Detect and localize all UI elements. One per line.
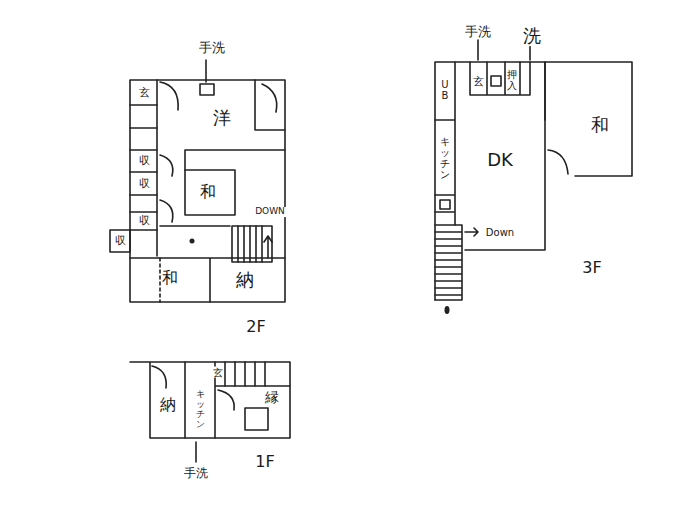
room-label: 納 — [159, 396, 177, 414]
wall — [245, 408, 268, 430]
wall — [185, 170, 235, 215]
room-label: 玄 — [472, 76, 485, 88]
room-label: 手洗 — [464, 25, 492, 39]
wall — [255, 80, 285, 130]
wall — [130, 105, 157, 230]
arrow — [264, 236, 272, 258]
appliance-symbol — [440, 200, 450, 209]
sink-symbol — [491, 76, 501, 86]
dot — [445, 306, 450, 314]
room-label: 収 — [138, 215, 151, 227]
room-label: キッチン — [439, 136, 451, 180]
room-label: Down — [485, 227, 515, 238]
room-label: DK — [486, 150, 514, 170]
wall — [470, 62, 530, 95]
room-label: キッチン — [195, 390, 206, 430]
door-arc — [160, 82, 178, 110]
sink-symbol — [200, 84, 214, 95]
room-label: 収 — [138, 178, 151, 190]
room-label: 洋 — [212, 108, 232, 128]
stairs — [225, 362, 265, 386]
arrow — [465, 228, 478, 236]
room-label: 1F — [254, 453, 275, 471]
room-label: 収 — [114, 235, 127, 247]
room-label: UB — [439, 79, 451, 101]
room-label: 手洗 — [198, 41, 226, 55]
door-arc — [160, 155, 173, 222]
stairs — [238, 226, 262, 262]
room-label: 洗 — [522, 26, 542, 46]
room-label: 玄 — [212, 367, 224, 378]
wall — [130, 80, 285, 302]
room-label: 納 — [235, 270, 255, 290]
door-arc — [548, 150, 568, 174]
wall — [435, 62, 545, 300]
room-label: 収 — [138, 155, 151, 167]
wall — [185, 362, 290, 438]
room-label: 和 — [161, 269, 179, 287]
room-label: 押入 — [506, 69, 518, 91]
door-arc — [262, 84, 277, 112]
dot — [190, 239, 195, 244]
room-label: DOWN — [254, 207, 286, 217]
room-label: 玄 — [138, 87, 151, 99]
wall — [545, 62, 632, 176]
room-label: 和 — [590, 115, 610, 135]
wall — [185, 150, 285, 170]
room-label: 和 — [199, 183, 217, 201]
stairs — [232, 226, 272, 262]
room-label: 縁 — [264, 390, 280, 405]
leader-line — [195, 442, 197, 462]
room-label: 3F — [581, 259, 602, 277]
stairs — [435, 225, 462, 300]
leader-line — [205, 60, 207, 82]
wall — [110, 230, 130, 252]
wall — [130, 362, 290, 438]
room-label: 2F — [245, 318, 266, 336]
wall — [435, 62, 455, 225]
wall — [130, 226, 285, 302]
room-label: 手洗 — [183, 467, 209, 480]
